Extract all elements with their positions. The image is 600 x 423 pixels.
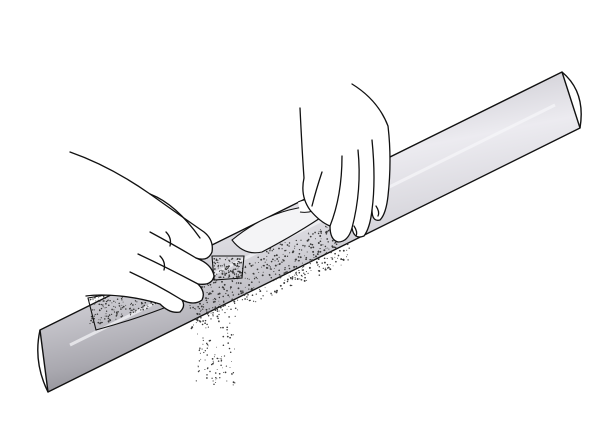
left-finger-3 xyxy=(129,271,183,301)
right-finger-1 xyxy=(371,139,375,211)
pipe-highlight xyxy=(69,103,556,347)
left-thumb xyxy=(149,193,201,239)
pipe-left-end xyxy=(37,329,49,393)
left-knuckle-a xyxy=(165,231,172,247)
right-hand xyxy=(299,83,391,243)
left-hand xyxy=(69,151,215,313)
left-finger-2 xyxy=(137,253,199,285)
left-finger-1 xyxy=(149,231,197,259)
right-finger-3 xyxy=(329,155,343,227)
right-nail-2 xyxy=(353,225,358,237)
falling-dust xyxy=(195,305,237,386)
pipe-end-cap xyxy=(561,71,582,129)
right-nail-1 xyxy=(375,205,380,217)
right-finger-2 xyxy=(351,149,360,229)
sanded-patch xyxy=(231,205,328,254)
left-hand-outline xyxy=(69,151,215,313)
left-knuckle-b xyxy=(159,255,166,271)
right-thumb-line xyxy=(311,171,323,207)
